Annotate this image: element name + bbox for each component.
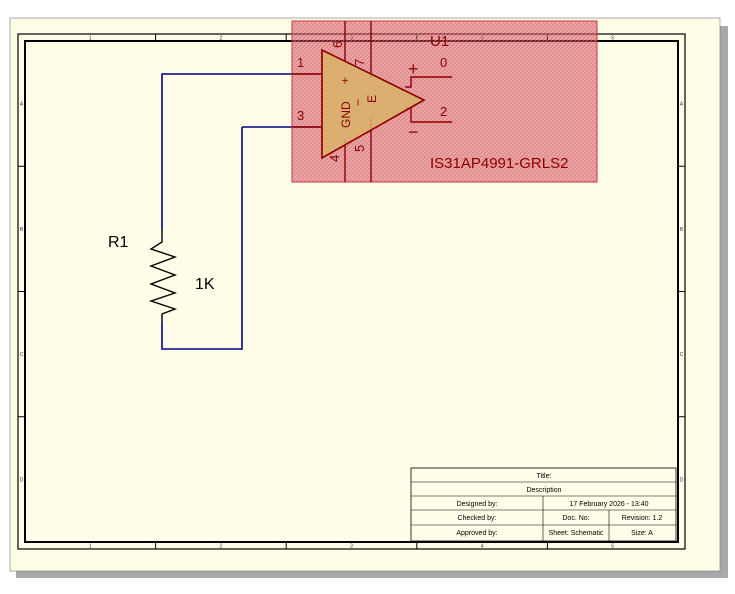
resistor-value: 1K [195, 276, 215, 293]
frame-row-label: C [680, 352, 684, 358]
approved-by-label: Approved by: [456, 530, 497, 537]
frame-col-label: 2 [220, 544, 223, 550]
opamp-gnd-label: GND [339, 101, 353, 128]
pin-3-label: 3 [297, 108, 304, 123]
frame-row-label: C [20, 352, 24, 358]
frame-col-label: 4 [481, 544, 484, 550]
opamp-plus-label: + [338, 77, 352, 84]
opamp-minus-label: − [351, 99, 365, 106]
opamp-e-label: E [365, 95, 379, 103]
frame-col-label: 2 [220, 36, 223, 42]
resistor-designator: R1 [108, 234, 129, 251]
pin-4-label: 4 [327, 155, 342, 162]
opamp-out-plus: + [408, 59, 419, 79]
checked-by-label: Checked by: [458, 515, 497, 522]
pin-1-label: 1 [297, 55, 304, 70]
frame-row-label: D [680, 477, 684, 483]
resistor-r1[interactable]: R1 1K [108, 228, 215, 322]
frame-col-label: 5 [611, 36, 614, 42]
doc-no-label: Doc. No: [562, 515, 589, 522]
pin-6-label: 6 [330, 41, 345, 48]
title-block: Title: Description Designed by: 17 Febru… [410, 467, 677, 542]
designed-by-label: Designed by: [457, 501, 498, 508]
wire-net-1[interactable] [161, 73, 322, 228]
date-value: 17 February 2026 - 13:40 [570, 501, 649, 508]
title-label: Title: [537, 473, 552, 480]
opamp-designator: U1 [430, 33, 449, 50]
pin-0-label: 0 [440, 55, 447, 70]
frame-col-label: 5 [611, 544, 614, 550]
frame-row-label: A [20, 102, 24, 108]
opamp-u1[interactable]: 1 3 6 7 4 5 0 2 GND + − E + − U1 IS31AP4… [291, 20, 598, 183]
pin-5-label: 5 [352, 145, 367, 152]
frame-row-label: A [680, 102, 684, 108]
pin-2-label: 2 [440, 104, 447, 119]
wire-net-2[interactable] [161, 127, 243, 350]
size-value: Size: A [631, 530, 653, 537]
frame-row-label: B [680, 227, 684, 233]
frame-col-label: 1 [89, 36, 92, 42]
opamp-triangle [321, 48, 426, 160]
sheet-value: Sheet: Schematic [549, 530, 604, 537]
revision-value: Revision: 1.2 [622, 515, 663, 522]
opamp-part-number: IS31AP4991-GRLS2 [430, 155, 568, 172]
resistor-body [148, 228, 178, 322]
opamp-out-minus: − [408, 122, 419, 142]
pin-7-label: 7 [352, 59, 367, 66]
description-label: Description [526, 487, 561, 494]
frame-row-label: B [20, 227, 24, 233]
frame-col-label: 1 [89, 544, 92, 550]
frame-col-label: 3 [350, 544, 353, 550]
frame-row-label: D [20, 477, 24, 483]
